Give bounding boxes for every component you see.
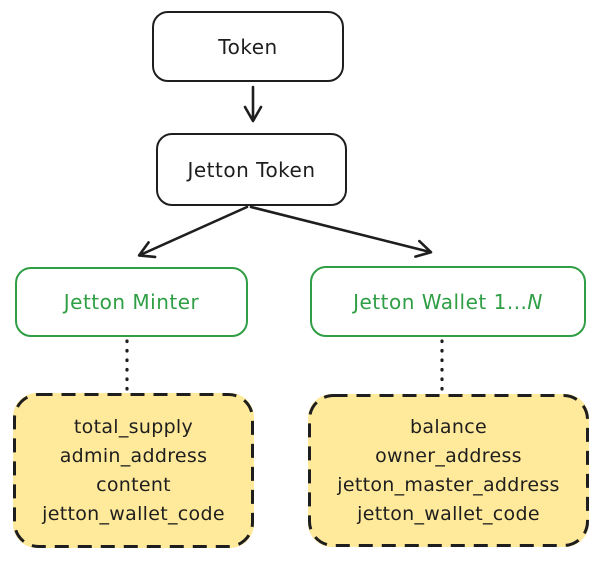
node-token-label: Token [218, 34, 278, 59]
node-wallet-fields: balance owner_address jetton_master_addr… [308, 394, 589, 547]
field-line: total_supply [73, 415, 194, 438]
field-line: balance [410, 415, 487, 438]
node-jetton-token-label: Jetton Token [187, 157, 316, 182]
field-line: owner_address [375, 444, 522, 467]
field-line: jetton_wallet_code [42, 502, 225, 525]
node-jetton-wallet-label-suffix: N [527, 289, 543, 314]
field-line: jetton_wallet_code [357, 502, 540, 525]
arrow-jetton-token-to-minter [137, 205, 249, 259]
field-line: jetton_master_address [337, 473, 560, 496]
node-jetton-wallet: Jetton Wallet 1...N [310, 266, 586, 337]
field-line: content [96, 473, 171, 496]
node-jetton-wallet-label-prefix: Jetton Wallet 1... [353, 289, 528, 314]
node-jetton-token: Jetton Token [156, 133, 347, 206]
node-token: Token [152, 11, 344, 82]
node-minter-fields: total_supply admin_address content jetto… [13, 393, 254, 548]
node-jetton-wallet-label: Jetton Wallet 1...N [353, 290, 543, 314]
field-line: admin_address [59, 444, 208, 467]
minter-fields-list: total_supply admin_address content jetto… [13, 413, 254, 529]
node-jetton-minter-label: Jetton Minter [63, 290, 200, 314]
node-jetton-minter: Jetton Minter [15, 267, 248, 337]
wallet-fields-list: balance owner_address jetton_master_addr… [308, 413, 589, 529]
arrow-jetton-token-to-wallet [249, 205, 433, 258]
